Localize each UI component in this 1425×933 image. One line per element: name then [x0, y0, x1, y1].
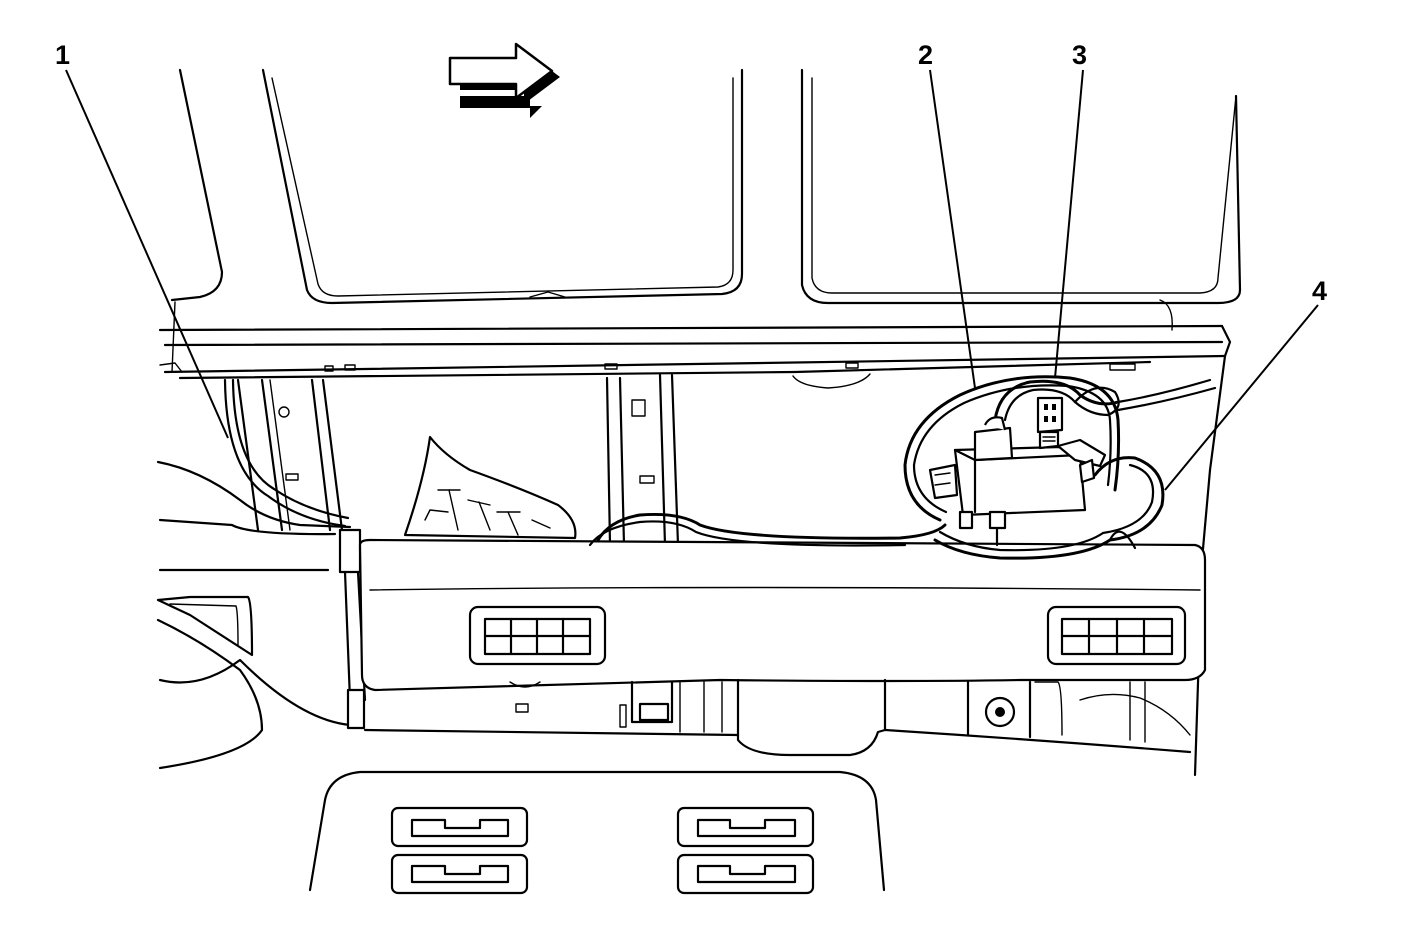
upper-body-panel [170, 68, 1242, 331]
bottom-console [308, 770, 886, 895]
forward-arrow-icon [448, 42, 560, 118]
callout-1: 1 [55, 40, 70, 70]
callout-4: 4 [1312, 276, 1327, 306]
lower-structure [363, 678, 1192, 757]
roof-rail [158, 301, 1232, 389]
cross-panel [358, 538, 1207, 692]
console-slot-1 [390, 806, 529, 848]
trim-piece [403, 435, 577, 540]
callout-2: 2 [918, 40, 933, 70]
right-vent [1046, 605, 1187, 666]
console-slot-4 [676, 853, 815, 895]
callout-leaders [65, 69, 1319, 491]
callout-3: 3 [1072, 40, 1087, 70]
module-harness [588, 375, 1217, 560]
console-slot-2 [390, 853, 529, 895]
body-structure [156, 354, 1227, 777]
console-slot-3 [676, 806, 815, 848]
left-vent [468, 605, 607, 666]
